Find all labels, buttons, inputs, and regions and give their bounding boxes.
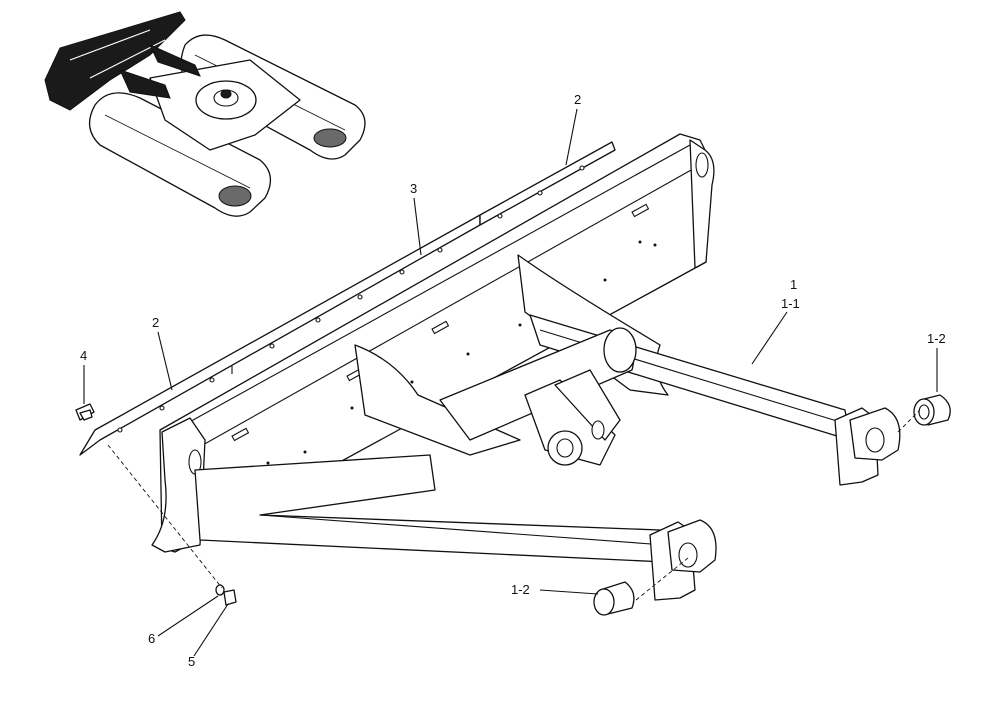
callout-2-top: 2 [565, 92, 581, 166]
svg-text:2: 2 [152, 315, 159, 330]
washer [215, 584, 225, 596]
callout-1-2-right: 1-2 [927, 331, 946, 392]
callout-1: 1 [790, 277, 797, 292]
callout-1-2-left: 1-2 [511, 582, 599, 597]
svg-text:5: 5 [188, 654, 195, 669]
cylinder-bracket [524, 379, 616, 466]
right-end-plate [689, 139, 715, 269]
callout-1-1: 1-1 [751, 296, 800, 365]
bushing-right [913, 394, 951, 426]
bushing-left [593, 581, 635, 616]
svg-text:4: 4 [80, 348, 87, 363]
blade-assembly [79, 133, 901, 601]
callout-5: 5 [188, 603, 229, 669]
svg-text:1-2: 1-2 [927, 331, 946, 346]
callout-3: 3 [410, 181, 422, 256]
left-push-arm [194, 454, 666, 563]
svg-text:1-2: 1-2 [511, 582, 530, 597]
nut [223, 589, 237, 606]
blade-slots [218, 203, 657, 492]
svg-text:2: 2 [574, 92, 581, 107]
svg-text:3: 3 [410, 181, 417, 196]
edge-bolt-holes [117, 165, 585, 433]
callout-6: 6 [148, 595, 219, 646]
svg-text:1: 1 [790, 277, 797, 292]
callout-4: 4 [80, 348, 87, 404]
callout-2-left: 2 [152, 315, 173, 391]
bolt [75, 403, 95, 421]
svg-text:6: 6 [148, 631, 155, 646]
svg-text:1-1: 1-1 [781, 296, 800, 311]
undercarriage-inset [44, 11, 366, 217]
